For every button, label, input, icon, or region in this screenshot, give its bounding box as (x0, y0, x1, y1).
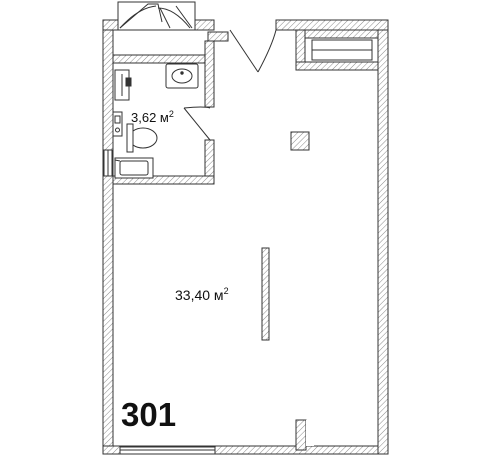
boiler-icon (112, 111, 123, 137)
fixtures (112, 63, 199, 179)
walls (102, 19, 389, 455)
toilet-icon (126, 123, 158, 153)
wall-right (377, 19, 389, 455)
wall-top-left (102, 19, 121, 31)
wall-top-right (275, 19, 389, 31)
wall-bathroom-right-upper (204, 40, 215, 108)
wall-bathroom-bottom (112, 175, 215, 185)
windows (103, 39, 373, 455)
balcony-door (117, 1, 196, 31)
unit-number: 301 (121, 396, 176, 433)
wall-bottom-right-stub (306, 420, 314, 446)
wall-top-balcony-right (192, 19, 215, 31)
washing-machine-icon (114, 157, 154, 179)
entry-door (229, 29, 277, 73)
partition-pillar (261, 247, 270, 341)
main-room-area-label: 33,40 м2 (175, 286, 229, 303)
wall-left (102, 19, 114, 451)
labels: 3,62 м2 33,40 м2 301 (121, 109, 229, 433)
wall-top-mid (207, 31, 229, 42)
wall-niche-top (304, 29, 379, 39)
vent-shaft (290, 131, 310, 151)
bathroom-door (183, 106, 211, 141)
bathroom-area-label: 3,62 м2 (131, 109, 174, 125)
wall-bottom-return (295, 419, 307, 451)
wall-niche-bottom (295, 61, 379, 71)
wall-bathroom-top (112, 54, 214, 64)
